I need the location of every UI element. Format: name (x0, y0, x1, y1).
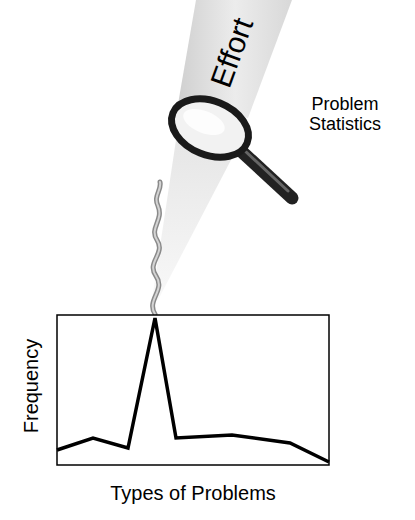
axis-label: Frequency (20, 339, 42, 434)
smoke-wisp (153, 182, 161, 314)
smoke-highlight (153, 182, 161, 314)
magnifying-glass (163, 88, 292, 198)
light-cone (152, 140, 232, 300)
tool-label: Problem Statistics (290, 95, 400, 135)
axis-label: Types of Problems (110, 482, 276, 504)
frequency-line (57, 318, 329, 462)
plot-frame (57, 315, 329, 465)
